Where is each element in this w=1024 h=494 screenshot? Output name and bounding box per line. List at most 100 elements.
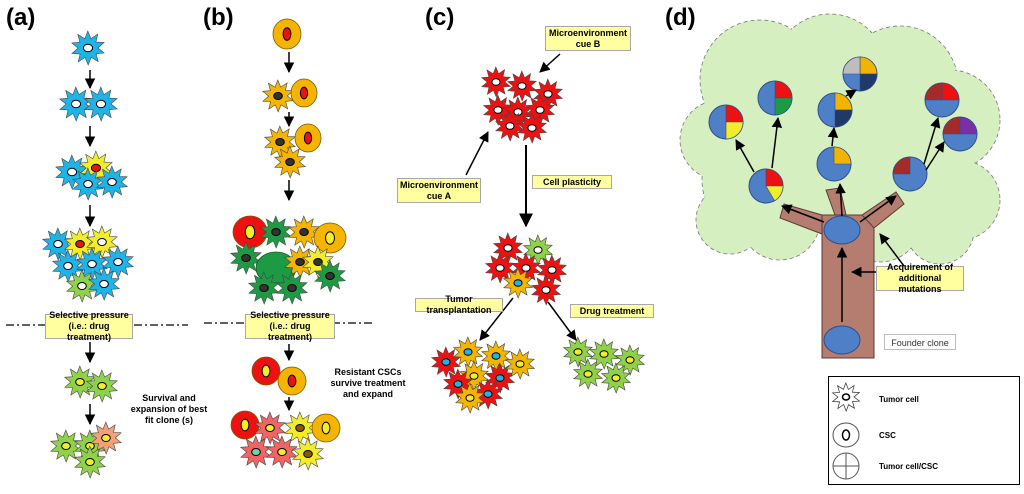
tumor-cell-nucleus	[101, 433, 111, 443]
tumor-cell-nucleus	[275, 137, 285, 147]
tumor-cell-nucleus	[541, 286, 551, 294]
acquirement-mutations-box: Acquirement of additional mutations	[876, 262, 964, 294]
arrow	[827, 126, 839, 147]
tumor-transplantation-box: Tumor transplantation	[415, 294, 503, 315]
mutation-slice	[924, 82, 943, 101]
tumor-cell-nucleus	[493, 106, 503, 114]
tumor-cell-nucleus	[533, 246, 543, 254]
tumor-cell-nucleus	[491, 352, 501, 360]
tumor-cell-nucleus	[441, 358, 451, 366]
tumor-cell-nucleus	[97, 381, 107, 391]
tumor-cell-nucleus	[99, 279, 109, 289]
stem-cell-nucleus	[303, 131, 313, 145]
mutation-slice	[774, 97, 793, 116]
tumor-cell-nucleus	[287, 283, 297, 293]
mutation-slice	[833, 146, 852, 165]
legend-csc-label: CSC	[879, 431, 896, 440]
microenvironment-cue-b-box: Microenvironment cue B	[545, 26, 631, 51]
panel-label-d: (d)	[665, 4, 696, 31]
tumor-cell-nucleus	[70, 99, 82, 109]
tumor-cell-nucleus	[265, 423, 275, 433]
tumor-cell-nucleus	[87, 259, 97, 269]
legend-symbols	[831, 381, 861, 480]
tumor-cell-nucleus	[77, 281, 87, 291]
tumor-cell-nucleus	[491, 78, 501, 86]
trunk-node	[823, 215, 861, 245]
tumor-cell-nucleus	[95, 99, 107, 109]
tumor-cell-nucleus	[82, 43, 94, 53]
tumor-cell-nucleus	[107, 177, 117, 187]
tumor-cell-nucleus	[535, 106, 545, 114]
stem-cell-nucleus	[287, 374, 297, 388]
tumor-cell-nucleus	[625, 356, 635, 364]
mutation-slice	[765, 185, 784, 202]
mutation-slice	[842, 56, 861, 75]
tumor-cell-nucleus	[483, 390, 493, 398]
stem-cell-nucleus	[321, 421, 331, 435]
tumor-cell-nucleus	[75, 377, 85, 387]
mutation-slice	[859, 73, 878, 92]
tumor-cell-nucleus	[277, 447, 287, 457]
tumor-cell-nucleus	[469, 372, 479, 380]
stem-cell-nucleus	[325, 231, 335, 245]
tumor-cell-nucleus	[515, 360, 525, 368]
tumor-cell-nucleus	[453, 380, 463, 388]
panel-label-c: (c)	[425, 4, 455, 31]
mutation-slice	[942, 116, 961, 135]
tumor-cell-nucleus	[273, 91, 283, 101]
arrow	[479, 297, 514, 341]
tumor-cell-nucleus	[63, 261, 73, 271]
legend-star-nucleus	[841, 393, 851, 401]
selective-pressure-box-a: Selective pressure (i.e.: drug treatment…	[45, 310, 133, 342]
panel-label-b: (b)	[203, 4, 234, 31]
arrow	[845, 89, 857, 100]
tumor-cell-nucleus	[303, 449, 313, 459]
arrow	[771, 116, 783, 169]
tumor-cell-nucleus	[495, 374, 505, 382]
tumor-cell-nucleus	[66, 167, 78, 177]
tumor-cell-nucleus	[85, 457, 95, 467]
microenvironment-cue-a-box: Microenvironment cue A	[397, 178, 481, 203]
drug-treatment-box: Drug treatment	[570, 304, 654, 318]
tumor-cell-nucleus	[611, 374, 621, 382]
mutation-slice	[725, 121, 744, 140]
tumor-cell-nucleus	[61, 441, 71, 451]
tumor-cell-nucleus	[583, 370, 593, 378]
tumor-cell-nucleus	[259, 283, 269, 293]
arrow	[735, 139, 755, 173]
arrow	[879, 233, 905, 267]
arrow	[547, 301, 577, 341]
tumor-cell-nucleus	[573, 348, 583, 356]
tumor-cell-nucleus	[325, 271, 335, 281]
cells-layer	[41, 18, 978, 479]
arrow	[925, 141, 945, 171]
tumor-cell-nucleus	[90, 163, 102, 173]
tumor-cell-nucleus	[75, 239, 85, 249]
tumor-cell-nucleus	[313, 257, 323, 267]
tumor-cell-nucleus	[547, 266, 557, 274]
stem-cell-nucleus	[240, 418, 250, 432]
tumor-cell-nucleus	[97, 237, 107, 247]
tumor-cell-nucleus	[83, 179, 93, 189]
tumor-cell-nucleus	[241, 253, 251, 263]
tumor-cell-nucleus	[517, 82, 527, 90]
legend-tumor-csc-label: Tumor cell/CSC	[879, 462, 938, 471]
arrow	[859, 195, 897, 223]
tree-trunk	[821, 214, 875, 359]
selective-pressure-box-b: Selective pressure (i.e.: drug treatment…	[245, 310, 335, 342]
legend-tumor-cell-icon	[831, 381, 861, 413]
arrow	[781, 204, 825, 223]
tumor-cell-nucleus	[271, 227, 281, 237]
legend-csc-nucleus-icon	[841, 429, 851, 441]
tumor-cell-nucleus	[53, 239, 63, 249]
tumor-cell-nucleus	[295, 423, 305, 433]
tumor-cell-nucleus	[495, 264, 505, 272]
arrow	[835, 182, 846, 217]
tumor-cell-nucleus	[285, 157, 295, 167]
mutation-slice	[892, 156, 911, 175]
legend-tumor-cell-label: Tumor cell	[879, 395, 919, 404]
founder-node	[823, 325, 861, 355]
arrow	[539, 53, 561, 73]
